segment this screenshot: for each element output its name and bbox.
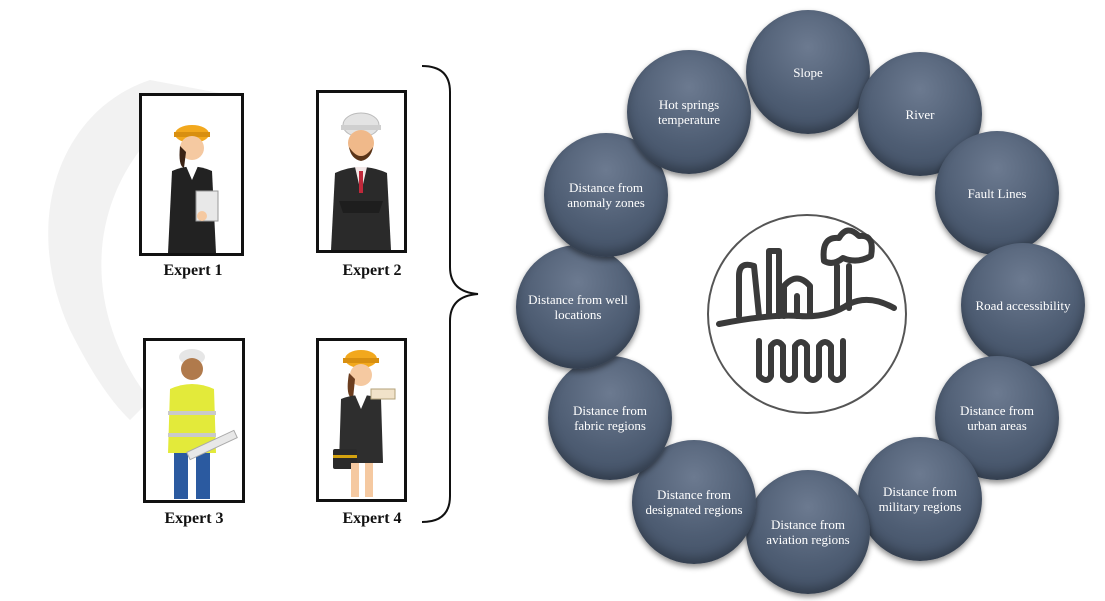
geothermal-plant-icon bbox=[716, 227, 897, 383]
criterion-distance-aviation: Distance from aviation regions bbox=[746, 470, 870, 594]
expert-1-card bbox=[139, 93, 244, 256]
expert-3-card bbox=[143, 338, 245, 503]
expert-4-label: Expert 4 bbox=[342, 510, 402, 527]
criterion-hot-springs: Hot springs temperature bbox=[627, 50, 751, 174]
criterion-distance-military: Distance from military regions bbox=[858, 437, 982, 561]
center-circle bbox=[707, 214, 907, 414]
grouping-brace bbox=[421, 65, 479, 523]
expert-2-label: Expert 2 bbox=[342, 262, 402, 279]
criterion-distance-well: Distance from well locations bbox=[516, 245, 640, 369]
male-engineer-suit-icon bbox=[331, 112, 391, 250]
expert-1-label: Expert 1 bbox=[163, 262, 223, 279]
criterion-distance-fabric: Distance from fabric regions bbox=[548, 356, 672, 480]
criterion-slope: Slope bbox=[746, 10, 870, 134]
expert-2-card bbox=[316, 90, 407, 253]
male-worker-vest-icon bbox=[168, 349, 238, 499]
female-engineer-clipboard-icon bbox=[168, 125, 219, 253]
criterion-fault-lines: Fault Lines bbox=[935, 131, 1059, 255]
expert-4-card bbox=[316, 338, 407, 502]
female-engineer-briefcase-icon bbox=[333, 350, 396, 497]
criterion-road-accessibility: Road accessibility bbox=[961, 243, 1085, 367]
expert-3-label: Expert 3 bbox=[164, 510, 224, 527]
